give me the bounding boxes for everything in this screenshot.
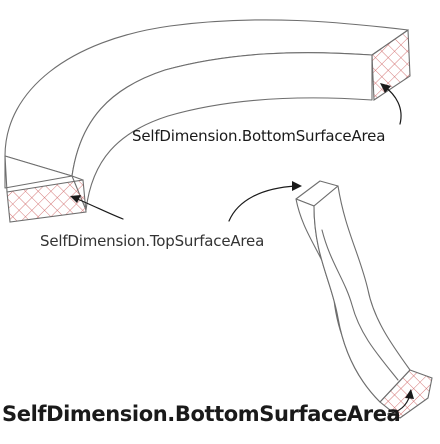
- bottom-surface-label-upper: SelfDimension.BottomSurfaceArea: [132, 127, 386, 145]
- twisted-bar-right-face: [313, 185, 411, 403]
- bottom-surface-hatch-upper: [371, 28, 411, 101]
- top-surface-hatch: [6, 179, 87, 223]
- curved-bar-shape: [4, 19, 411, 223]
- curved-bar-outer-face: [4, 155, 73, 189]
- curved-bar-inner-face: [71, 52, 373, 211]
- arrow-to-lower-bottom: [387, 389, 414, 415]
- arrow-to-top-surface: [70, 195, 124, 220]
- bottom-surface-hatch-lower: [379, 369, 433, 419]
- arrow-to-twisted-top: [228, 181, 302, 222]
- arrow-to-upper-bottom: [380, 83, 402, 125]
- bottom-surface-label-lower: SelfDimension.BottomSurfaceArea: [2, 402, 401, 426]
- twisted-bar-shape: [295, 180, 433, 419]
- top-surface-label: SelfDimension.TopSurfaceArea: [40, 232, 265, 250]
